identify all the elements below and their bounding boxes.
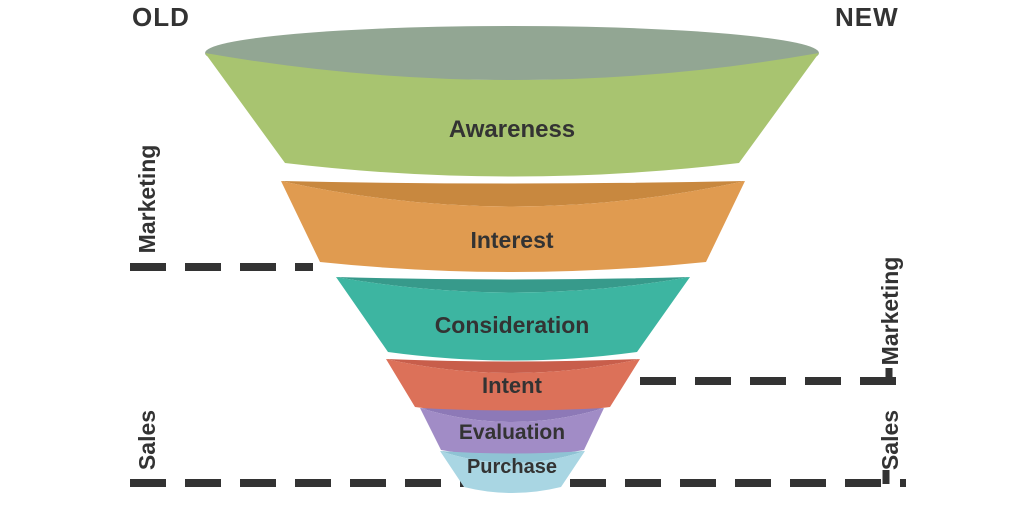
intent-top-lip bbox=[386, 359, 640, 373]
new-title: NEW bbox=[835, 2, 899, 32]
purchase-stage-label: Purchase bbox=[466, 456, 558, 478]
consideration-segment bbox=[336, 277, 690, 361]
purchase-top-lip bbox=[440, 451, 585, 463]
awareness-top-ellipse bbox=[205, 26, 819, 80]
interest-top-lip bbox=[281, 181, 745, 207]
consideration-top-lip bbox=[336, 277, 690, 293]
old-title: OLD bbox=[132, 2, 190, 32]
intent-stage-label: Intent bbox=[482, 373, 542, 398]
awareness-stage-label: Awareness bbox=[448, 116, 576, 143]
interest-stage-label: Interest bbox=[470, 227, 554, 253]
awareness-segment bbox=[205, 53, 819, 177]
evaluation-segment bbox=[420, 408, 604, 457]
old-sales-label: Sales bbox=[134, 409, 160, 471]
intent-segment bbox=[386, 359, 640, 414]
evaluation-stage-label: Evaluation bbox=[458, 421, 566, 444]
new-sales-label: Sales bbox=[877, 409, 903, 471]
interest-segment bbox=[281, 181, 745, 272]
old-marketing-label: Marketing bbox=[134, 144, 160, 254]
consideration-stage-label: Consideration bbox=[434, 312, 590, 338]
purchase-segment bbox=[440, 451, 585, 493]
